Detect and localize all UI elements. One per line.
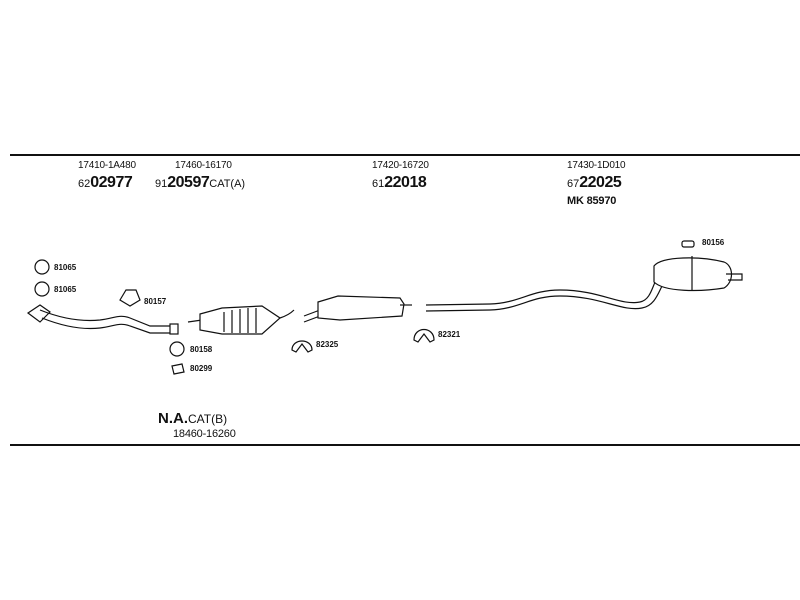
small-part-clamp: 80157 <box>144 297 167 306</box>
na-catalyst-code: 18460-16260 <box>173 428 236 440</box>
rubber-hanger-icon <box>681 240 695 248</box>
front-pipe-icon <box>26 304 179 335</box>
gasket-ring-icon <box>34 259 50 275</box>
flange-clamp-icon <box>119 289 141 307</box>
pipe-clamp-icon <box>291 340 313 353</box>
catalytic-converter-icon <box>187 305 295 335</box>
part-number-catalyst: 9120597CAT(A) <box>155 175 245 192</box>
small-part-hanger: 80156 <box>702 238 725 247</box>
bottom-divider <box>10 444 800 446</box>
pipe-clamp-icon <box>413 328 435 343</box>
part-number-prefix: 61 <box>372 178 385 190</box>
part-code-rear-silencer: 17430-1D010 <box>567 160 626 171</box>
part-code-middle-silencer: 17420-16720 <box>372 160 429 171</box>
top-divider <box>10 154 800 156</box>
na-text: N.A. <box>158 410 188 427</box>
part-number-middle-silencer: 6122018 <box>372 174 427 192</box>
gasket-ring-icon <box>169 341 185 357</box>
gasket-ring-icon <box>34 281 50 297</box>
part-number-main: 02977 <box>90 174 133 191</box>
part-number-suffix: CAT(A) <box>209 178 246 190</box>
part-number-rear-silencer: 6722025 <box>567 174 622 192</box>
small-part-gasket-1: 81065 <box>54 263 77 272</box>
part-number-prefix: 62 <box>78 178 91 190</box>
small-part-clamp-front: 82325 <box>316 340 339 349</box>
small-part-ring: 80158 <box>190 345 213 354</box>
part-number-main: 22018 <box>384 174 427 191</box>
part-number-front-pipe: 6202977 <box>78 174 133 192</box>
middle-silencer-icon <box>303 295 412 323</box>
mounting-kit-number: MK 85970 <box>567 195 617 207</box>
small-part-gasket-2: 81065 <box>54 285 77 294</box>
rear-silencer-icon <box>653 256 743 292</box>
part-number-main: 22025 <box>579 174 622 191</box>
part-code-front-pipe: 17410-1A480 <box>78 160 136 171</box>
na-catalyst-label: N.A.CAT(B) <box>158 410 227 427</box>
small-part-seal: 80299 <box>190 364 213 373</box>
rear-pipe-icon <box>425 279 663 312</box>
seal-icon <box>171 363 185 375</box>
part-number-main: 20597 <box>167 174 210 191</box>
small-part-clamp-rear: 82321 <box>438 330 461 339</box>
part-number-prefix: 67 <box>567 178 580 190</box>
part-code-catalyst: 17460-16170 <box>175 160 232 171</box>
part-number-prefix: 91 <box>155 178 168 190</box>
cat-text: CAT(B) <box>188 412 228 426</box>
